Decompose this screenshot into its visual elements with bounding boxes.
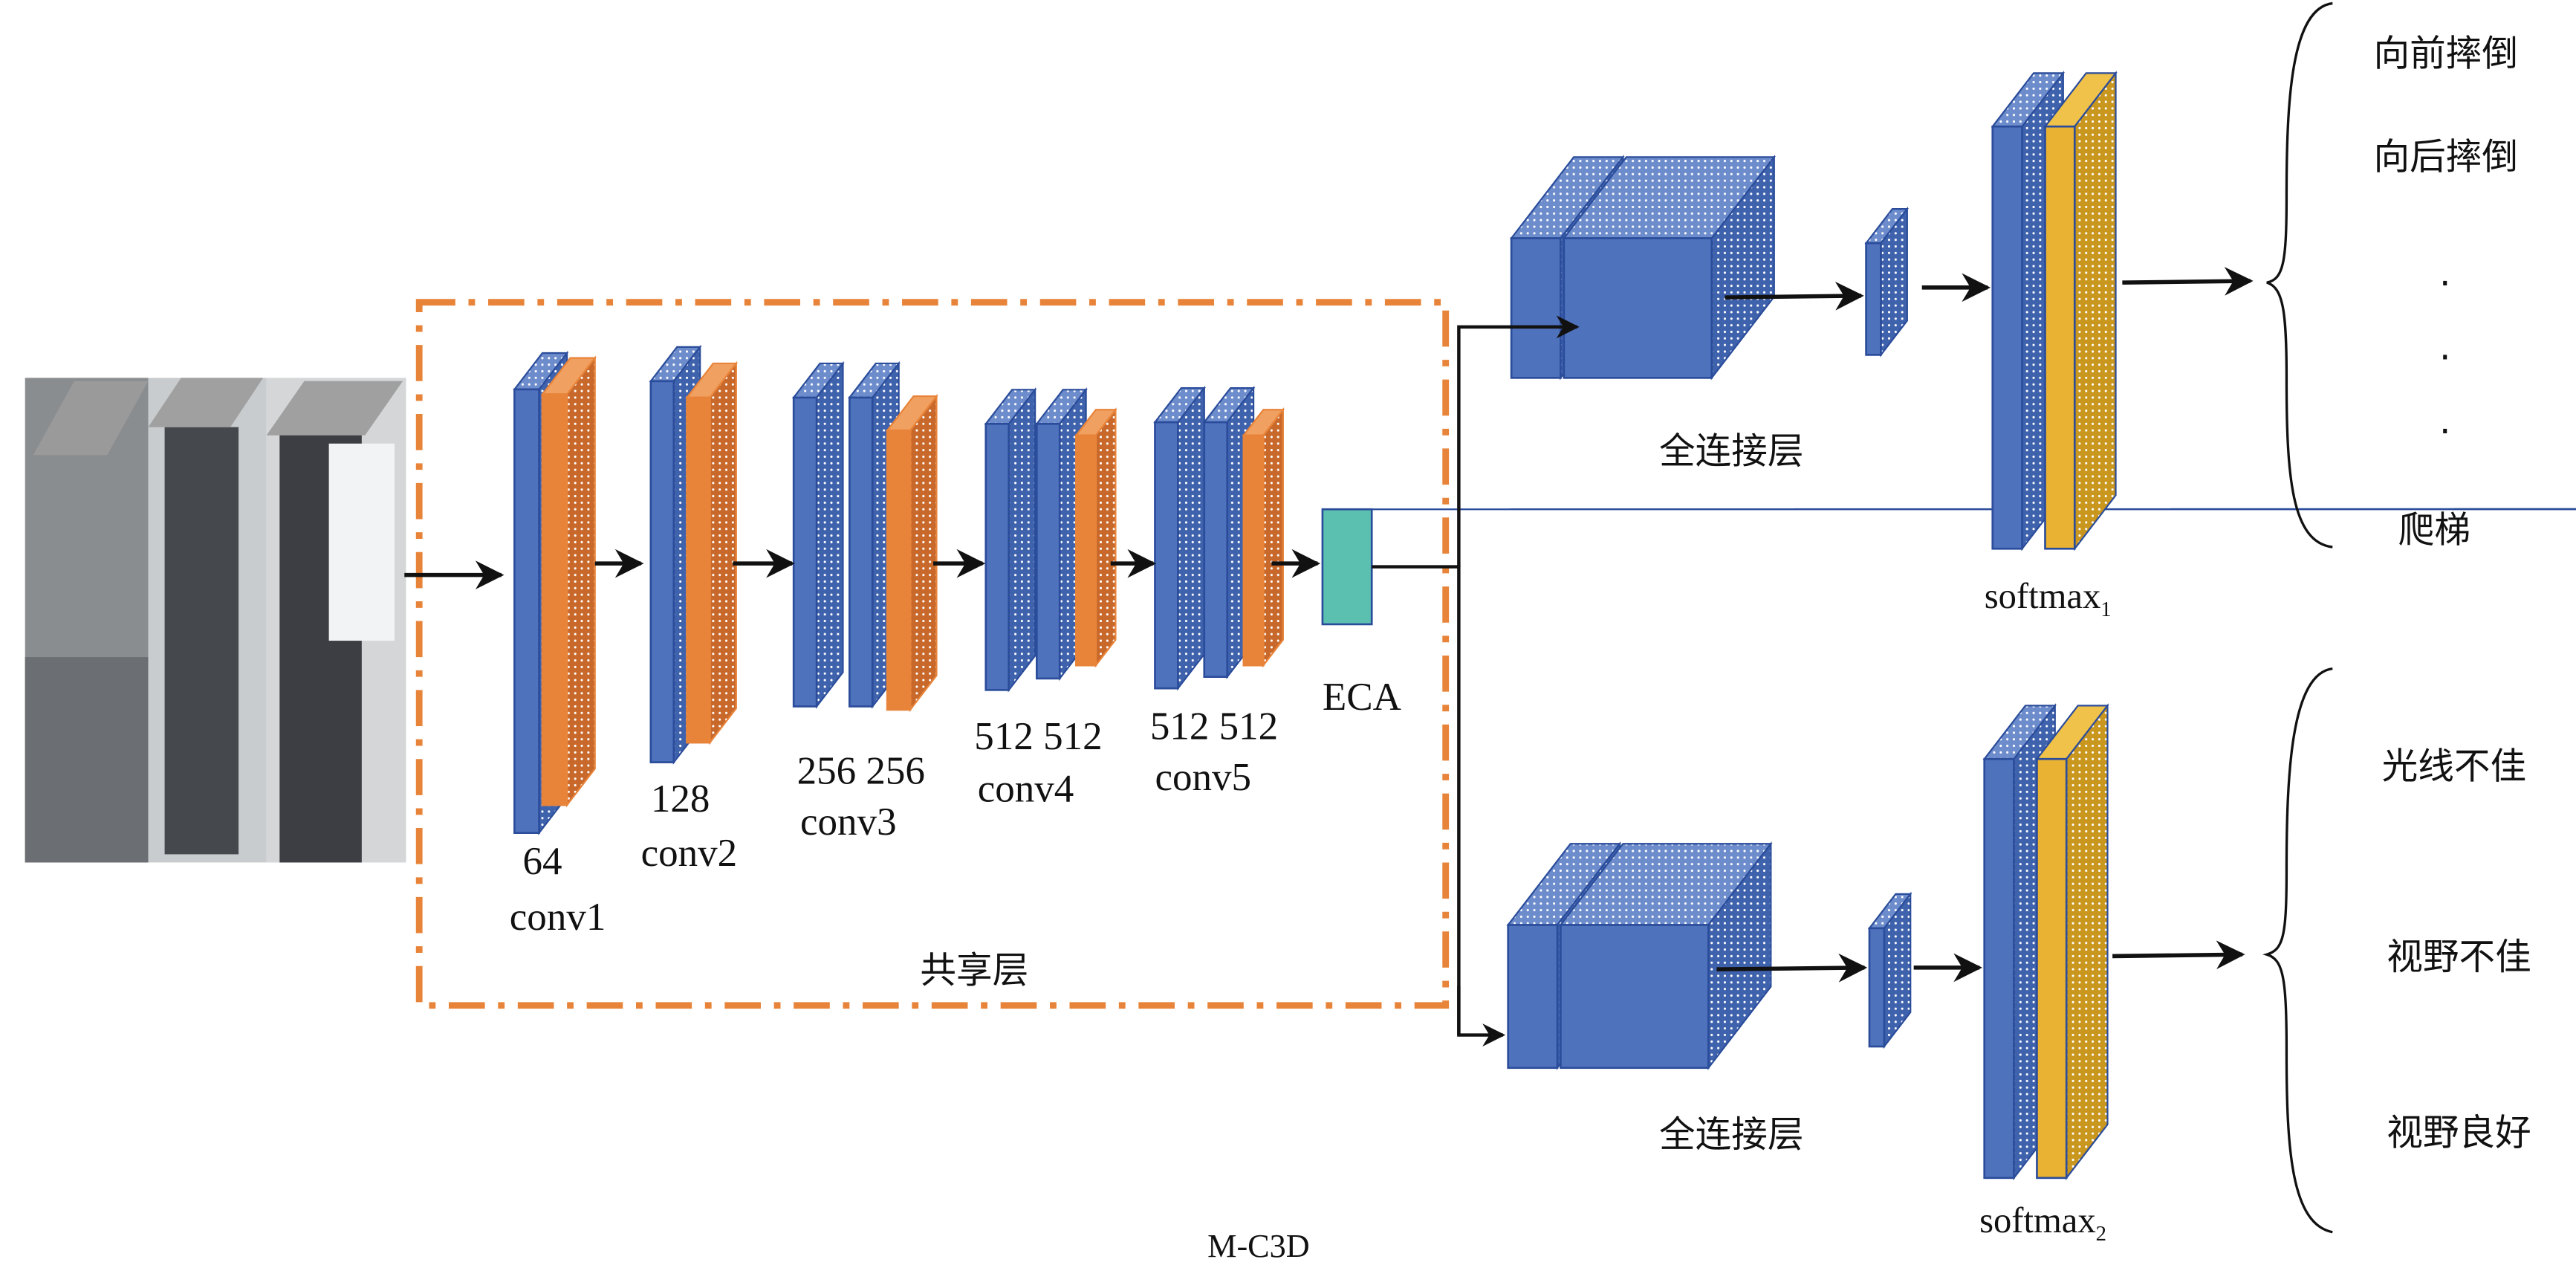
fc1-label: 全连接层 bbox=[1659, 430, 1803, 472]
output-ellipsis-2: · bbox=[2439, 337, 2450, 378]
conv3-channels: 256 256 bbox=[797, 749, 925, 792]
conv4-block-blue-1 bbox=[984, 387, 1037, 693]
conv4-block-orange bbox=[1074, 407, 1117, 668]
conv4-channels: 512 512 bbox=[974, 715, 1102, 758]
arrow-softmax1-out bbox=[2122, 267, 2254, 296]
output-good-view: 视野良好 bbox=[2387, 1113, 2531, 1154]
output-ellipsis-1: · bbox=[2439, 263, 2450, 305]
conv3-block-orange bbox=[885, 393, 938, 713]
conv2-label: conv2 bbox=[641, 832, 738, 875]
eca-label: ECA bbox=[1323, 676, 1401, 719]
output-poor-lighting: 光线不佳 bbox=[2382, 746, 2526, 788]
conv5-channels: 512 512 bbox=[1150, 705, 1278, 748]
shared-layer-box bbox=[415, 299, 1450, 1009]
network-blocks bbox=[513, 71, 2576, 1181]
softmax2-label: softmax2 bbox=[1979, 1200, 2106, 1246]
output-backward-fall: 向后摔倒 bbox=[2374, 137, 2518, 178]
output-poor-view: 视野不佳 bbox=[2387, 936, 2531, 978]
eca-block bbox=[1321, 508, 2576, 626]
conv1-channels: 64 bbox=[522, 840, 562, 883]
arrow-fc1-small bbox=[1725, 281, 1864, 311]
softmax1-label: softmax1 bbox=[1985, 576, 2112, 621]
brace-top bbox=[2266, 1, 2333, 549]
output-forward-fall: 向前摔倒 bbox=[2374, 33, 2518, 74]
fc1-block-2 bbox=[1562, 155, 1777, 381]
softmax1-block-gold bbox=[2043, 71, 2118, 551]
arrow-fc2-small bbox=[1716, 953, 1868, 983]
arrow-softmax2-out bbox=[2112, 940, 2245, 970]
fc1-small-block bbox=[1864, 206, 1910, 358]
conv3-label: conv3 bbox=[800, 800, 897, 844]
conv3-block-blue-1 bbox=[791, 360, 845, 709]
conv4-label: conv4 bbox=[978, 768, 1074, 811]
conv2-channels: 128 bbox=[651, 777, 710, 821]
conv1-label: conv1 bbox=[510, 896, 606, 939]
output-climb-ladder: 爬梯 bbox=[2398, 509, 2470, 551]
input-video-frames bbox=[25, 378, 406, 863]
shared-layer-label: 共享层 bbox=[920, 950, 1028, 991]
conv5-block-orange bbox=[1242, 407, 1285, 668]
softmax2-block-gold bbox=[2035, 703, 2109, 1181]
conv5-label: conv5 bbox=[1155, 756, 1251, 799]
brace-bottom bbox=[2262, 667, 2333, 1234]
fc2-label: 全连接层 bbox=[1659, 1114, 1803, 1156]
fc2-block-2 bbox=[1559, 841, 1773, 1071]
flow-arrows bbox=[404, 267, 2254, 983]
model-title: M-C3D bbox=[1207, 1228, 1309, 1264]
conv2-block-orange bbox=[685, 360, 739, 745]
conv5-block-blue-1 bbox=[1153, 385, 1207, 691]
conv1-block-orange bbox=[540, 355, 597, 808]
fc2-small-block bbox=[1867, 891, 1912, 1049]
branch-connector bbox=[1372, 315, 1580, 1047]
output-ellipsis-3: · bbox=[2439, 411, 2450, 453]
